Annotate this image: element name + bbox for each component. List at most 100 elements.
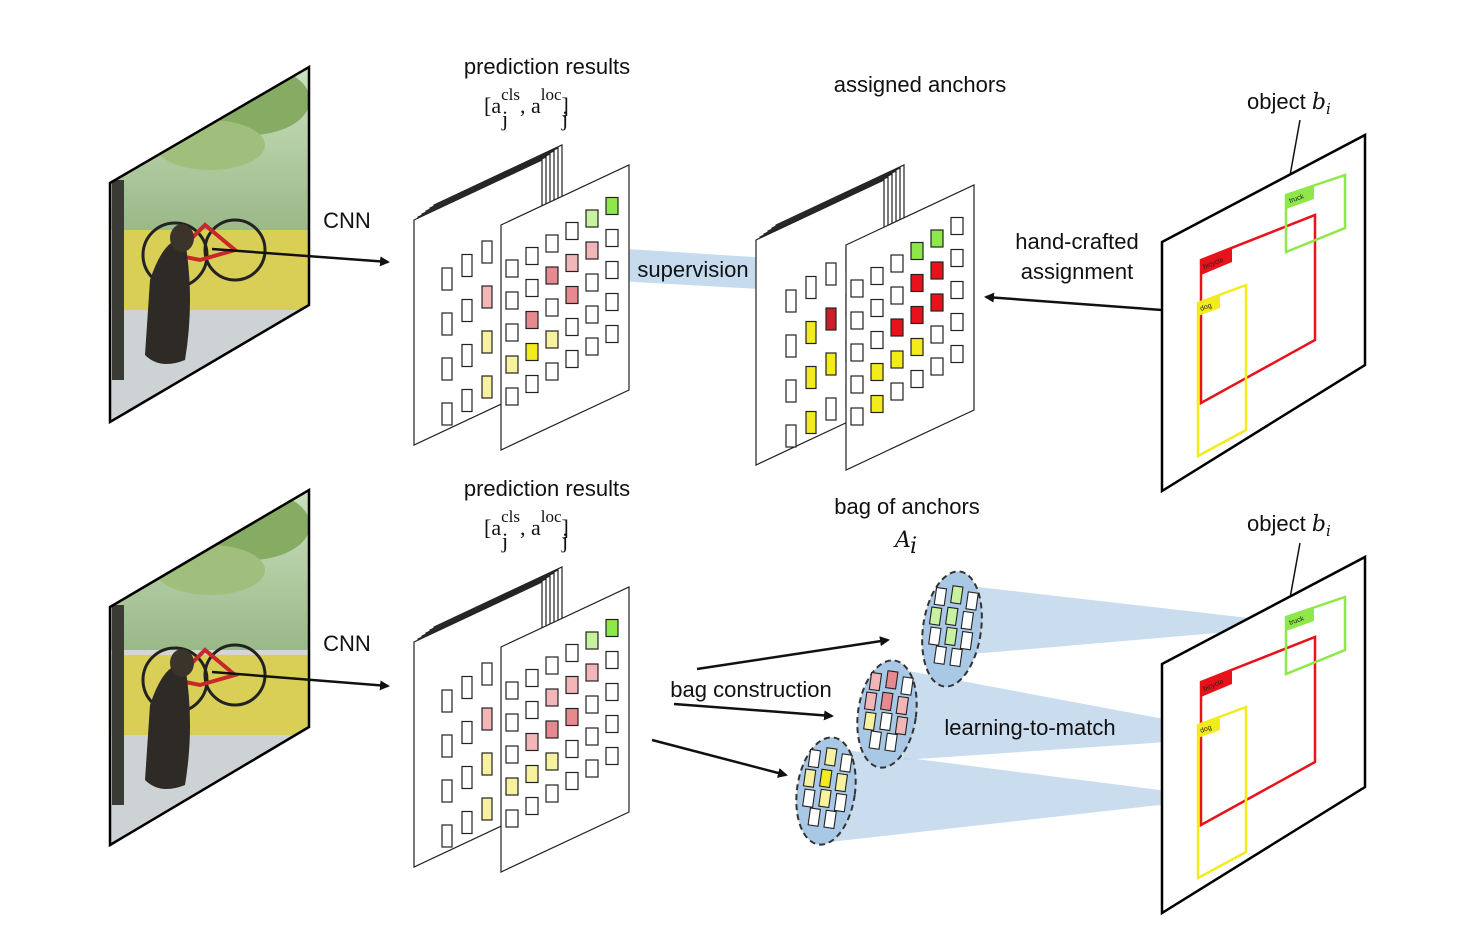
assigned-front-anchor-2-2 — [890, 318, 904, 337]
front-anchor-top-2-5 — [605, 260, 619, 280]
formula-a-cls: [a — [484, 93, 501, 118]
assigned-front-anchor-1-0 — [850, 311, 864, 330]
svg-text:[acls, aloc]: [acls, aloc] — [484, 507, 569, 540]
assigned-front-anchor-1-1 — [870, 298, 884, 318]
bag-dog-anchor — [807, 748, 822, 769]
bicycle-box — [1199, 213, 1317, 406]
cnn-label-top: CNN — [323, 208, 371, 233]
bag-bicycle-anchor — [868, 671, 883, 692]
bag-truck-anchor — [928, 626, 942, 646]
front-anchor-top-2-4 — [585, 273, 599, 292]
bag-symbol-sub: i — [910, 534, 917, 559]
front-anchor-bottom-3-4 — [585, 727, 599, 746]
formula-close: ] — [562, 93, 569, 118]
back-anchor-bottom-0-1 — [461, 675, 473, 700]
assigned-front-anchor-0-2 — [890, 254, 904, 273]
bag-truck-anchor — [933, 645, 948, 665]
front-anchor-top-2-0 — [505, 323, 519, 342]
back-anchor-top-3-1 — [461, 388, 473, 413]
front-anchor-top-3-0 — [505, 355, 519, 374]
assigned-front-anchor-3-3 — [910, 337, 924, 357]
truck-tag-text: truck — [1288, 615, 1305, 627]
assigned-front-anchor-4-0 — [850, 407, 864, 426]
back-anchor-top-3-0 — [441, 402, 453, 426]
assigned-anchor-stack — [755, 164, 975, 471]
formula-j-sub-3: j — [501, 528, 508, 553]
bag-dog-anchor — [802, 768, 817, 788]
truck-tag — [1286, 185, 1314, 209]
cnn-arrow-top — [211, 247, 390, 267]
object-panel-frame — [1160, 554, 1367, 916]
assigned-back-anchor-3-0 — [785, 424, 797, 448]
feature-stacks — [413, 144, 975, 873]
assigned-front-anchor-4-3 — [910, 369, 924, 389]
assigned-front-anchor-2-5 — [950, 280, 964, 300]
formula-loc-sup-b: loc — [541, 507, 562, 526]
bag-dog-anchor — [807, 807, 822, 827]
supervision-label: supervision — [637, 257, 748, 282]
assigned-back-anchor-1-0 — [785, 334, 797, 358]
front-anchor-bottom-4-3 — [565, 771, 579, 791]
anchor-bags — [795, 570, 983, 846]
bag-construction-label: bag construction — [670, 677, 831, 702]
bicycle-box — [1199, 635, 1317, 828]
truck-tag-text: truck — [1288, 193, 1305, 205]
svg-text:object bi: object bi — [1247, 511, 1331, 540]
back-anchor-bottom-1-0 — [441, 734, 453, 758]
front-anchor-bottom-2-5 — [605, 682, 619, 702]
back-anchor-top-1-1 — [461, 298, 473, 323]
front-anchor-bottom-4-4 — [585, 759, 599, 778]
match-beam-truck — [960, 585, 1310, 655]
dog-box — [1196, 283, 1248, 459]
bag-bicycle-anchor — [879, 711, 893, 732]
front-anchor-bottom-0-2 — [545, 656, 559, 675]
object-word-bottom: object — [1247, 511, 1306, 536]
front-anchor-bottom-1-1 — [525, 700, 539, 720]
front-anchor-top-4-2 — [545, 362, 559, 381]
assigned-front-anchor-0-4 — [930, 229, 944, 248]
front-anchor-top-2-1 — [525, 310, 539, 330]
assigned-back-anchor-3-1 — [805, 410, 817, 435]
bag-dog-anchor — [823, 809, 837, 830]
front-anchor-top-0-4 — [585, 209, 599, 228]
front-anchor-top-3-2 — [545, 330, 559, 349]
bag-truck-anchor — [959, 630, 974, 651]
prediction-formula-bottom: [acls, aloc] j j — [484, 507, 569, 553]
object-panel-frame — [1160, 132, 1367, 494]
back-anchor-top-2-2 — [481, 330, 493, 354]
back-anchor-bottom-3-1 — [461, 810, 473, 835]
back-anchor-bottom-2-0 — [441, 779, 453, 803]
formula-a-loc-b: , a — [520, 515, 541, 540]
front-anchor-bottom-3-3 — [565, 739, 579, 759]
assigned-front-anchor-4-5 — [950, 344, 964, 364]
assigned-front-anchor-2-4 — [930, 293, 944, 312]
back-anchor-bottom-0-0 — [441, 689, 453, 713]
front-anchor-top-1-3 — [565, 253, 579, 273]
front-anchor-top-1-4 — [585, 241, 599, 260]
front-anchor-top-3-4 — [585, 305, 599, 324]
front-anchor-bottom-2-4 — [585, 695, 599, 714]
back-anchor-bottom-1-2 — [481, 707, 493, 731]
bag-arrow-3 — [651, 738, 788, 778]
front-anchor-top-2-2 — [545, 298, 559, 317]
handcrafted-label-line1: hand-crafted — [1015, 229, 1139, 254]
assigned-front-anchor-1-4 — [930, 261, 944, 280]
back-anchor-top-2-0 — [441, 357, 453, 381]
front-anchor-top-2-3 — [565, 285, 579, 305]
front-anchor-top-0-1 — [525, 246, 539, 266]
front-anchor-bottom-4-1 — [525, 796, 539, 816]
formula-a-loc: , a — [520, 93, 541, 118]
assigned-front-anchor-0-5 — [950, 216, 964, 236]
bag-dog-anchor — [824, 747, 838, 767]
bag-bicycle-anchor — [863, 691, 878, 711]
bag-bicycle-anchor — [894, 715, 909, 736]
front-anchor-top-4-5 — [605, 324, 619, 344]
assigned-back-anchor-2-1 — [805, 365, 817, 390]
prediction-stack-top — [413, 144, 630, 451]
svg-text:object bi: object bi — [1247, 89, 1331, 118]
formula-j-sub-1: j — [501, 106, 508, 131]
assigned-back-anchor-0-2 — [825, 262, 837, 286]
front-anchor-top-4-1 — [525, 374, 539, 394]
